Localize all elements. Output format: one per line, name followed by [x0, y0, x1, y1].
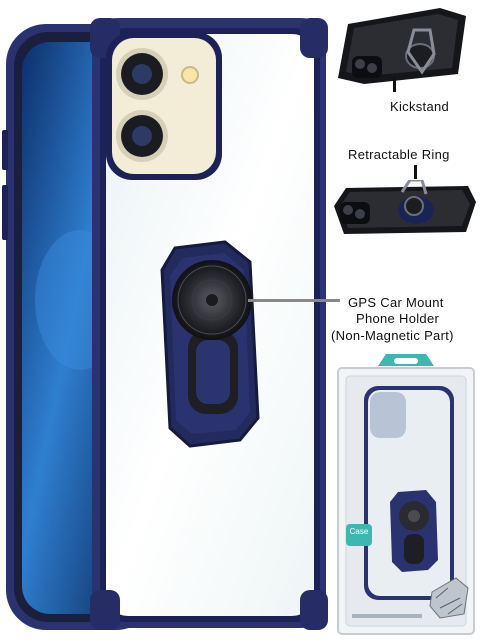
gps-mount-label-line-2: Phone Holder — [356, 311, 440, 326]
kickstand-label: Kickstand — [390, 99, 450, 114]
main-product-image — [2, 18, 328, 630]
camera-module — [106, 32, 222, 180]
retail-package-image: Case — [336, 352, 476, 636]
back-case — [90, 18, 328, 630]
gps-mount-callout-line — [248, 299, 340, 302]
retractable-ring-callout-line — [414, 165, 417, 179]
gps-mount-label-line-3: (Non-Magnetic Part) — [331, 328, 454, 343]
retractable-ring-label: Retractable Ring — [348, 147, 450, 162]
gps-mount-label-line-1: GPS Car Mount — [348, 295, 444, 310]
phone-case-illustration — [2, 18, 328, 630]
kickstand-callout-line — [393, 78, 396, 92]
retractable-ring-image — [330, 180, 478, 238]
kickstand-image — [330, 4, 470, 86]
brand-badge-text: Case — [349, 527, 369, 536]
ring-holder — [160, 240, 260, 448]
